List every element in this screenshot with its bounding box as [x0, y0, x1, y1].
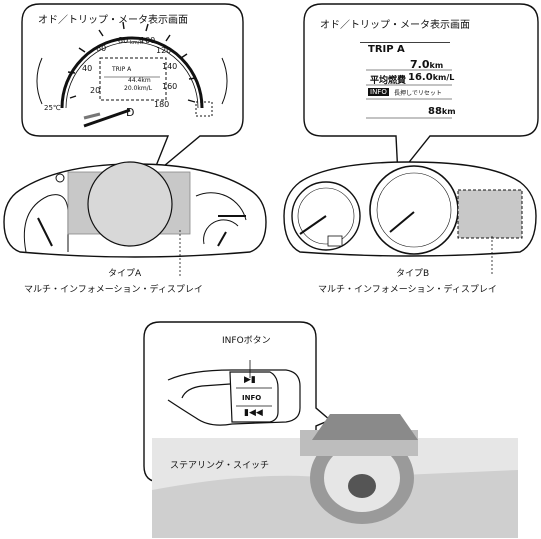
trip-a-distance: 44.4km — [128, 77, 151, 84]
steering-switch-illustration — [167, 360, 301, 426]
speed-tick-120: 120 — [156, 46, 172, 55]
dashboard-photo — [152, 414, 518, 538]
info-button-label: INFOボタン — [222, 336, 271, 346]
speed-tick-160: 160 — [162, 82, 178, 91]
avg-fuel-number: 16.0 — [408, 72, 433, 83]
avg-fuel-label: 平均燃費 — [370, 76, 407, 86]
info-reset-hint: 長押しでリセット — [394, 90, 442, 97]
speed-tick-100: 100 — [140, 36, 156, 45]
cluster-b-body — [283, 161, 537, 276]
trip-a-unit: km — [429, 61, 444, 70]
type-a-label: タイプA — [108, 269, 142, 279]
prev-track-icon: ▮◀◀ — [244, 408, 263, 418]
outside-temperature: 25℃ — [44, 104, 61, 112]
trip-a-value: 7.0km — [410, 58, 443, 71]
display-b-label: マルチ・インフォメーション・ディスプレイ — [318, 285, 497, 295]
speed-tick-80: 80 — [118, 36, 129, 45]
cluster-a-body — [3, 161, 267, 276]
trip-a-number: 7.0 — [410, 58, 430, 71]
type-b-label: タイプB — [396, 269, 430, 279]
callout-b-title: オド／トリップ・メータ表示画面 — [320, 20, 470, 31]
trip-a-label-b: TRIP A — [368, 44, 405, 55]
display-a-label: マルチ・インフォメーション・ディスプレイ — [24, 285, 203, 295]
range-number: 88 — [428, 106, 442, 117]
avg-fuel-value: 16.0km/L — [408, 72, 454, 83]
speed-tick-140: 140 — [162, 62, 178, 71]
gear-indicator: D — [126, 106, 135, 119]
range-unit: km — [441, 107, 456, 116]
info-badge: INFO — [368, 88, 389, 96]
speed-tick-20: 20 — [90, 86, 101, 95]
avg-fuel-unit: km/L — [432, 73, 455, 82]
steering-switch-label: ステアリング・スイッチ — [170, 461, 270, 471]
trip-a-label: TRIP A — [112, 66, 132, 73]
speedometer-gauge-a — [60, 21, 204, 128]
next-track-icon: ▶▮ — [244, 375, 256, 385]
speed-tick-60: 60 — [96, 44, 107, 53]
side-gauges-a — [36, 57, 228, 117]
speed-tick-180: 180 — [154, 100, 170, 109]
callout-b-frame — [303, 3, 539, 178]
info-key-label: INFO — [242, 394, 262, 402]
fuel-economy-value: 20.0km/L — [124, 85, 153, 92]
speed-tick-40: 40 — [82, 64, 93, 73]
callout-a-title: オド／トリップ・メータ表示画面 — [38, 15, 188, 26]
speed-unit: km/h — [130, 40, 143, 46]
range-value: 88km — [428, 106, 456, 117]
